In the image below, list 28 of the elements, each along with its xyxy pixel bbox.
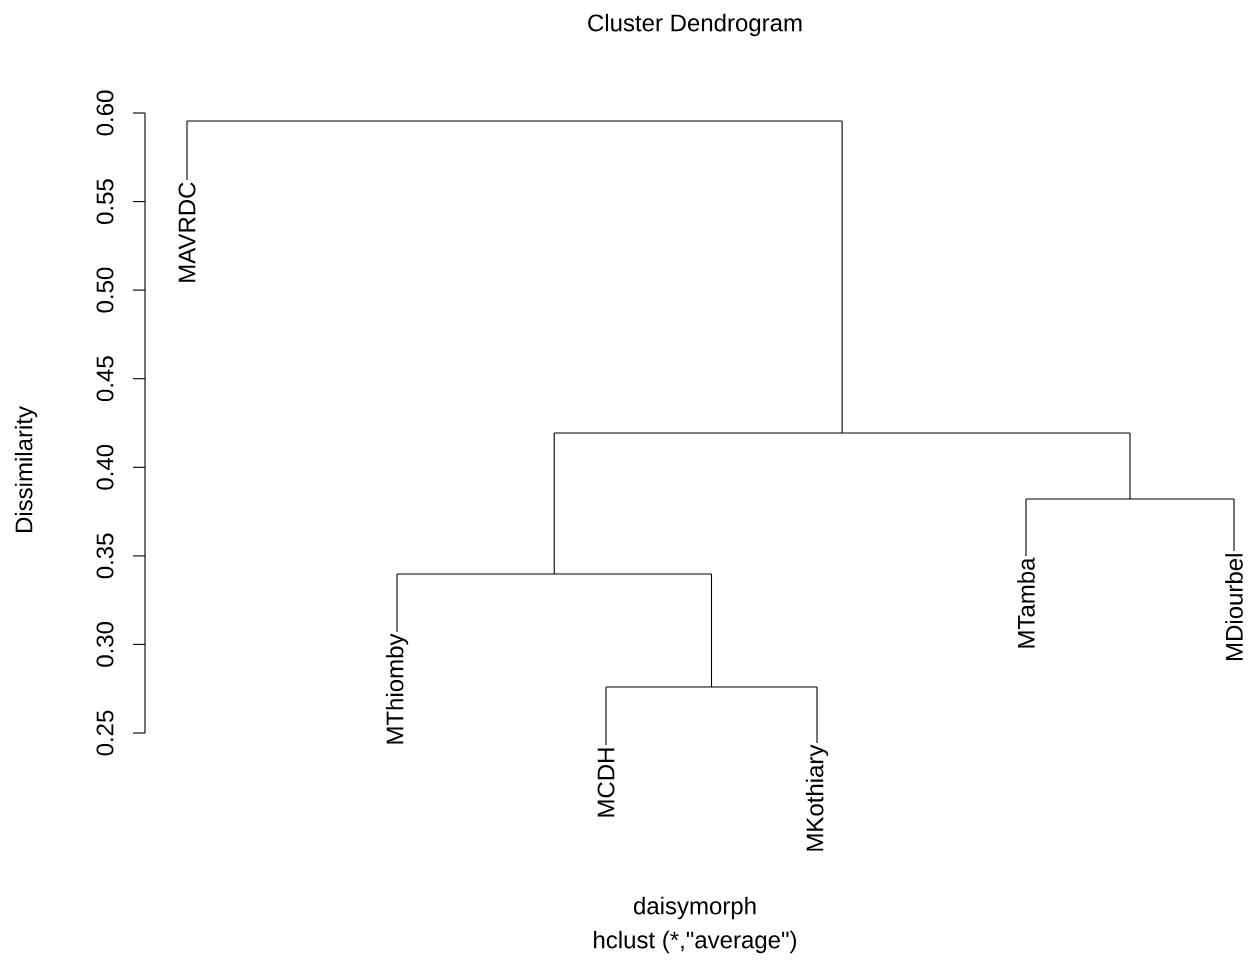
axis-title: daisymorph xyxy=(634,896,756,920)
leaf-label: MThiomby xyxy=(385,633,409,744)
branch-line xyxy=(553,432,555,575)
tick-label: 0.30 xyxy=(96,622,114,667)
tick-label: 0.50 xyxy=(96,267,114,313)
tick-label: 0.45 xyxy=(96,356,114,402)
leaf-label: MTamba xyxy=(1017,557,1035,648)
leaf-label: MAVRDC xyxy=(178,182,196,282)
chart-title: Cluster Dendrogram xyxy=(588,13,802,37)
tick-label: 0.25 xyxy=(96,710,114,756)
axis-title: Dissimilarity xyxy=(14,406,38,533)
branch-line xyxy=(1025,498,1027,557)
leaf-label: MDiourbel xyxy=(1225,554,1243,660)
branch-line xyxy=(186,120,188,181)
tick-label: 0.35 xyxy=(96,533,114,579)
branch-line xyxy=(1129,432,1131,500)
axis-title: hclust (*,"average") xyxy=(594,930,797,954)
leaf-label: MKothiary xyxy=(805,744,829,851)
branch-line xyxy=(1233,498,1235,552)
tick-label: 0.55 xyxy=(96,179,114,224)
tick-label: 0.60 xyxy=(96,90,114,136)
branch-line xyxy=(710,573,713,688)
branch-line xyxy=(396,573,398,633)
leaf-label: MCDH xyxy=(597,748,615,817)
branch-line xyxy=(605,686,607,746)
branch-line xyxy=(816,686,818,744)
branch-line xyxy=(841,120,843,434)
tick-label: 0.40 xyxy=(96,444,114,490)
